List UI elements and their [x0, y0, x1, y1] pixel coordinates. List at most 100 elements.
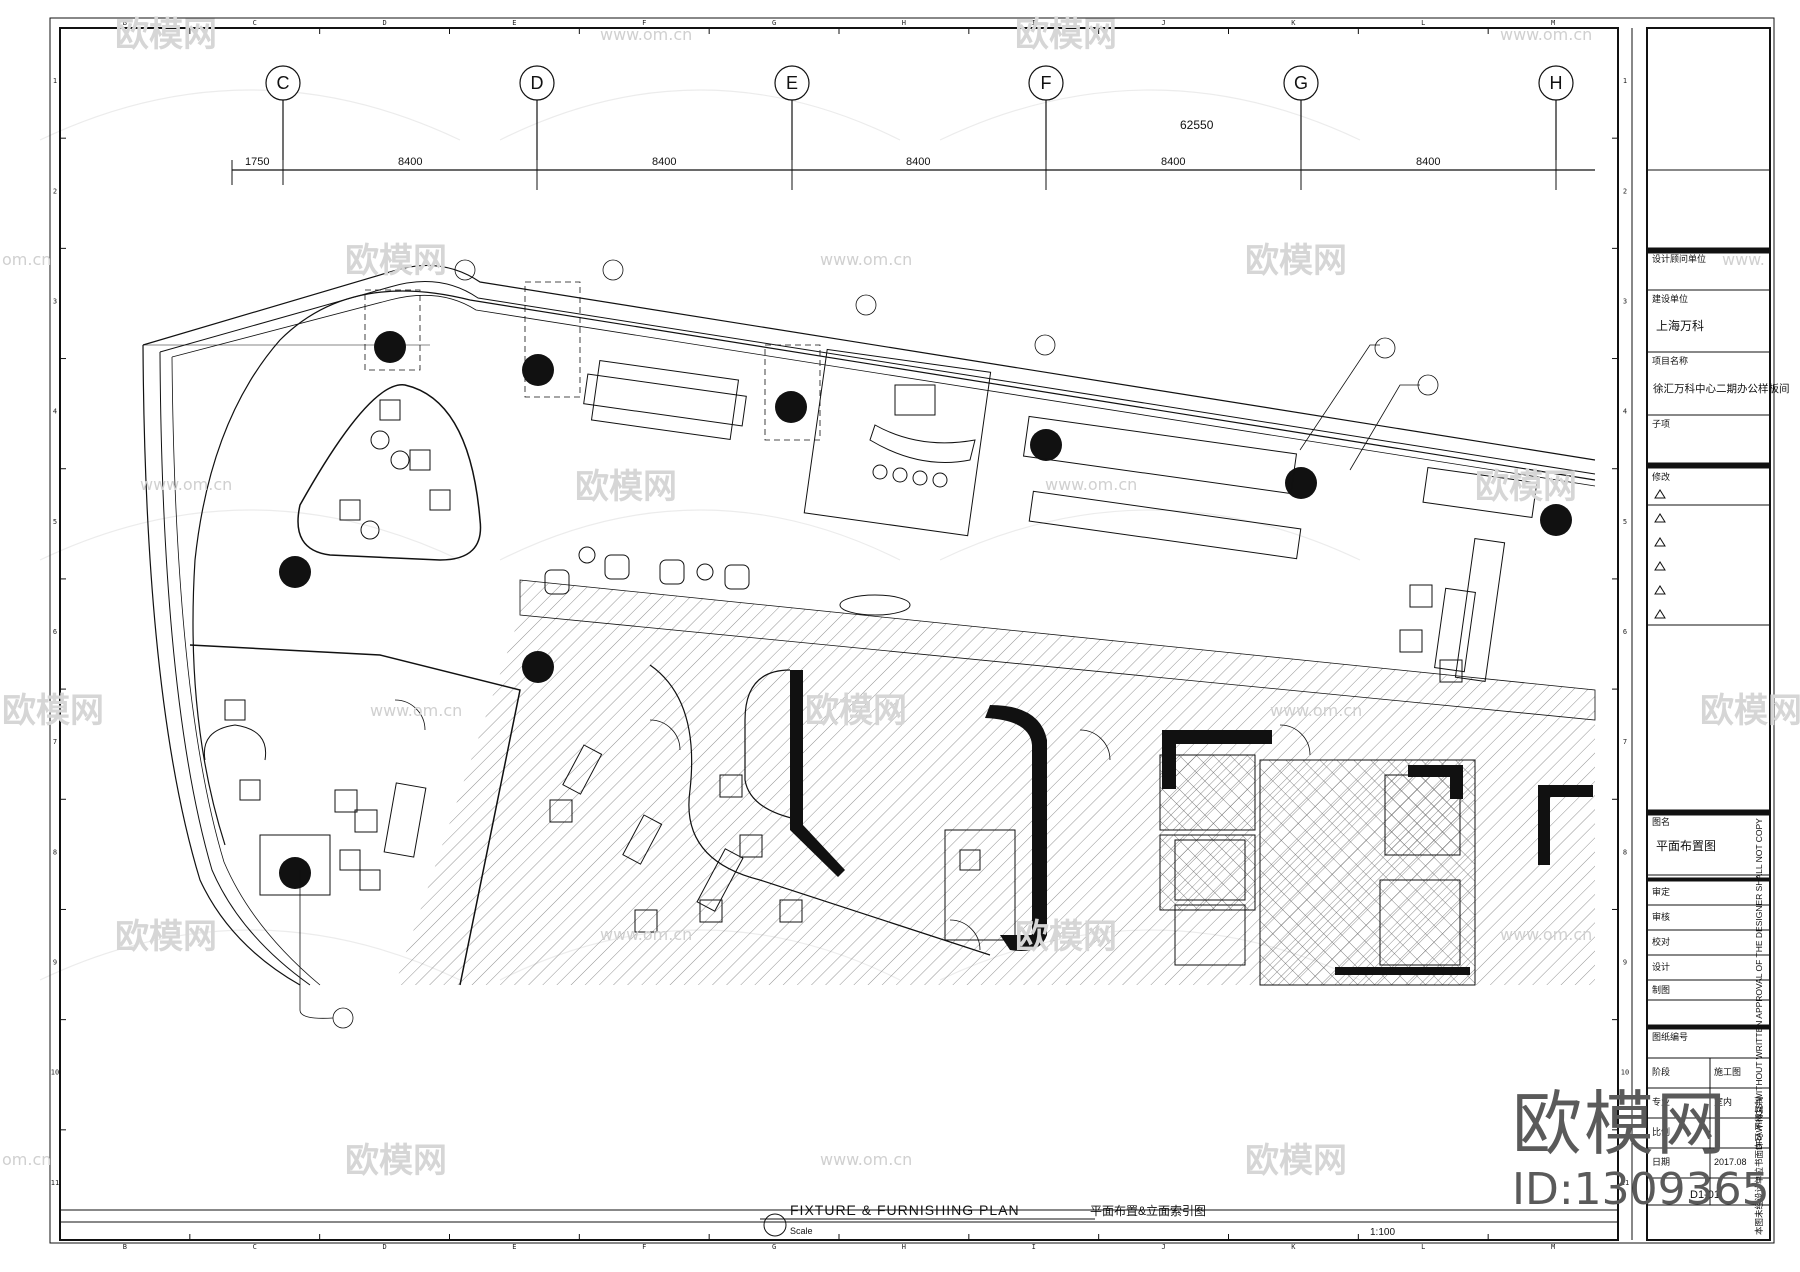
grid-bubble-g — [1283, 65, 1319, 160]
watermark-url: www.om.cn — [820, 1150, 912, 1169]
watermark-brand: 欧模网 — [1015, 917, 1117, 957]
watermark-url: om.cn — [2, 250, 51, 269]
watermark-url: www.om.cn — [820, 250, 912, 269]
curtain-wall-inner — [159, 281, 1596, 986]
grid-letter: F — [1041, 73, 1052, 93]
title-block-text: 设计顾问单位 建设单位 上海万科 项目名称 徐汇万科中心二期办公样板间 子项 修… — [1652, 253, 1790, 1235]
frame-row-label: 5 — [1623, 518, 1627, 526]
grid-bubble-c — [265, 65, 301, 160]
watermark-brand: 欧模网 — [1245, 241, 1347, 281]
designer-person-label: 设计 — [1652, 961, 1670, 972]
watermark-brand: 欧模网 — [345, 241, 447, 281]
watermark-url: www.om.cn — [140, 475, 232, 494]
watermark-brand: 欧模网 — [1015, 15, 1117, 55]
frame-column-label: D — [382, 1243, 386, 1251]
specialty-value: 室内 — [1714, 1096, 1732, 1107]
sheet-number: D1-01 — [1690, 1189, 1720, 1201]
grid-bubbles — [265, 65, 1574, 160]
scale-value: 1:100 — [1370, 1227, 1395, 1238]
watermark-brand: 欧模网 — [1475, 467, 1577, 507]
frame-column-label: B — [123, 19, 127, 27]
watermark-url: www.om.cn — [1045, 475, 1137, 494]
door-swings — [394, 699, 1311, 951]
frame-column-label: G — [772, 19, 776, 27]
frame-column-label: D — [382, 19, 386, 27]
furniture — [203, 348, 1538, 966]
watermark-url: www. — [1722, 250, 1765, 269]
title-block — [1646, 169, 1771, 1206]
core-wall-curve — [649, 664, 991, 956]
plan-title-en: FIXTURE & FURNISHING PLAN — [790, 1202, 1020, 1218]
grid-letter: H — [1550, 73, 1563, 93]
frame-row-label: 2 — [1623, 187, 1627, 195]
specialty-label: 专业 — [1652, 1096, 1670, 1107]
watermark-url: www.om.cn — [600, 25, 692, 44]
frame-row-label: 9 — [1623, 959, 1627, 967]
grid-letter: C — [277, 73, 290, 93]
designer-label: 设计顾问单位 — [1652, 253, 1706, 264]
date-label: 日期 — [1652, 1157, 1670, 1167]
lounge-pod — [297, 384, 482, 561]
frame-row-label: 3 — [1623, 297, 1627, 305]
frame-column-label: G — [772, 1243, 776, 1251]
frame-row-label: 8 — [1623, 848, 1627, 856]
client-label: 建设单位 — [1652, 293, 1688, 304]
segment-dimension: 8400 — [906, 156, 930, 168]
frame-column-label: M — [1551, 19, 1555, 27]
area-label: 子项 — [1652, 419, 1670, 429]
grid-letters: C D E F G H — [277, 73, 1563, 93]
watermark-brand: 欧模网 — [2, 691, 104, 731]
segment-dimension: 8400 — [398, 156, 422, 168]
frame-column-label: K — [1291, 1243, 1296, 1251]
watermark-brand: 欧模网 — [115, 15, 217, 55]
frame-column-label: F — [642, 1243, 646, 1251]
checker-label: 校对 — [1652, 936, 1670, 947]
approval-label: 审定 — [1652, 886, 1670, 897]
watermark-brand: 欧模网 — [345, 1141, 447, 1181]
segment-dimension: 8400 — [1161, 156, 1185, 168]
frame-column-label: M — [1551, 1243, 1555, 1251]
frame-row-label: 11 — [51, 1179, 59, 1187]
frame-column-label: J — [1161, 1243, 1165, 1251]
segment-dimension: 1750 — [245, 156, 269, 168]
grid-letter: D — [531, 73, 544, 93]
stage-label: 阶段 — [1652, 1066, 1670, 1077]
curtain-wall-outer — [142, 264, 1596, 986]
frame-column-label: E — [512, 19, 516, 27]
copyright-note-cn: 本图未经设计单位书面许可 不得复制 — [1754, 1097, 1764, 1235]
watermark-url: www.om.cn — [370, 701, 462, 720]
frame-column-label: I — [1032, 1243, 1036, 1251]
dimension-line — [231, 160, 1595, 190]
watermark-brand: 欧模网 — [1245, 1141, 1347, 1181]
frame-row-label: 6 — [1623, 628, 1627, 636]
watermark-url: www.om.cn — [600, 925, 692, 944]
frame-row-label: 7 — [1623, 738, 1627, 746]
frame-column-label: E — [512, 1243, 516, 1251]
frame-row-label: 6 — [53, 628, 57, 636]
plan-title-cn: 平面布置&立面索引图 — [1090, 1203, 1206, 1218]
project-value: 徐汇万科中心二期办公样板间 — [1653, 382, 1790, 395]
inner-glazing — [192, 290, 1596, 846]
frame-row-label: 1 — [53, 77, 57, 85]
grid-bubble-d — [519, 65, 555, 160]
structural-walls — [790, 670, 1593, 975]
lift-shaft — [1159, 834, 1256, 911]
watermark-brand: 欧模网 — [115, 917, 217, 957]
meeting-room-wall — [189, 644, 521, 986]
frame-column-label: B — [123, 1243, 127, 1251]
floor-plan — [142, 259, 1596, 1029]
total-dimension: 62550 — [1180, 118, 1214, 132]
scale-label: 比例 — [1652, 1126, 1670, 1137]
watermark-stamp: 欧模网 ID:1309365 — [1512, 1084, 1782, 1216]
frame-row-label: 7 — [53, 738, 57, 746]
watermark-brand: 欧模网 — [805, 691, 907, 731]
watermark-id: ID:1309365 — [1512, 1164, 1770, 1215]
frame-column-label: F — [642, 19, 646, 27]
watermark-url: om.cn — [2, 1150, 51, 1169]
frame-row-label: 10 — [1621, 1069, 1629, 1077]
frame-column-label: I — [1032, 19, 1036, 27]
core-wall-curve — [744, 669, 801, 821]
